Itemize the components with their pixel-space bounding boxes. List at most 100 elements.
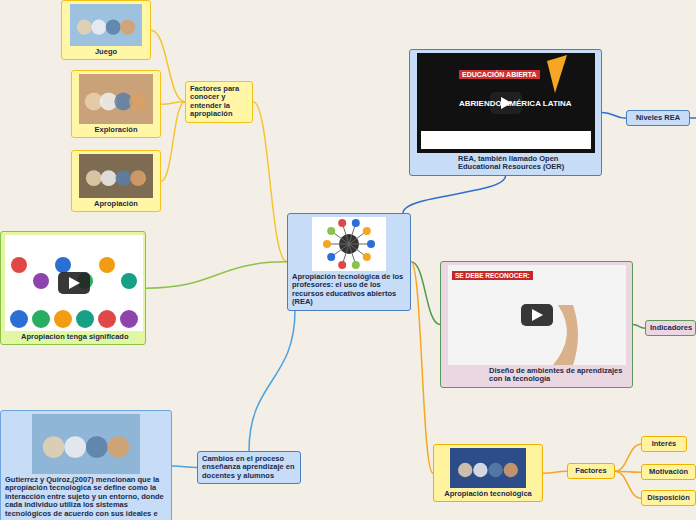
video-caption: ABRIENDO AMÉRICA LATINA [456,98,575,109]
hub-icon [323,240,331,248]
hub-icon [327,227,335,235]
play-button [58,272,90,294]
head-icon [98,310,116,328]
node-text: REA, también llamado Open Educational Re… [414,155,597,172]
photo-figure [91,20,106,35]
node-text: Motivación [646,468,691,476]
branch-connector [615,444,641,471]
drawing-hand [553,305,578,365]
picture-ground [450,448,526,488]
play-button [521,304,553,326]
offscreen-branch [690,117,696,119]
branch-connector [411,262,440,325]
photo-figure [458,463,472,477]
icon-dot [99,257,115,273]
map-node: Exploración [71,70,161,138]
map-node: Gutierrez y Quiroz,(2007) mencionan que … [0,410,172,520]
picture-ground [417,53,595,153]
picture-ground [5,235,143,331]
head-icon [120,310,138,328]
hub-icon [338,261,346,269]
hub-icon [338,219,346,227]
map-node: Apropiacion tenga significado [0,231,146,345]
icon-dot [55,257,71,273]
photo-figure [129,93,147,111]
head-icon [54,310,72,328]
pen-nib [547,55,567,93]
picture-ground [448,265,626,365]
photo-figure [115,170,131,186]
icon-dot [11,257,27,273]
head-icon [10,310,28,328]
photo-figure [108,436,130,458]
map-node: Cambios en el proceso enseñanza aprendiz… [197,451,301,484]
photo-figure [106,20,121,35]
node-text: Niveles REA [631,114,685,122]
video-caption: EDUCACIÓN ABIERTA [459,70,540,79]
map-node: Diseño de ambientes de aprendizajes con … [440,261,633,388]
branch-connector [249,311,295,451]
illustration [70,4,142,46]
node-text: Indicadores [650,324,691,332]
picture-ground [79,154,153,198]
node-text: Factores para conocer y entender la apro… [190,85,248,119]
map-node: Juego [61,0,151,60]
hub-icon [327,253,335,261]
illustration [32,414,140,474]
photo-figure [101,170,117,186]
map-node: Interés [641,436,687,452]
illustration [79,74,153,124]
hub-icon [352,261,360,269]
logo-strip [421,131,591,149]
photo-figure [86,436,108,458]
photo-figure [86,170,102,186]
node-text: Gutierrez y Quiroz,(2007) mencionan que … [5,476,167,518]
picture-ground [312,217,386,271]
hub-icon [363,227,371,235]
illustration [79,154,153,198]
illustration [5,235,143,331]
map-node: Indicadores [645,320,696,336]
map-node: Factores para conocer y entender la apro… [185,81,253,123]
picture-ground [32,414,140,474]
photo-figure [488,463,502,477]
illustration [450,448,526,488]
branch-connector [253,102,287,262]
node-text: Cambios en el proceso enseñanza aprendiz… [202,455,296,480]
map-node: Factores [567,463,615,479]
map-node: Motivación [641,464,696,480]
map-node: Apropiación [71,150,161,212]
node-text: Apropiación tecnológica [438,490,538,498]
photo-figure [130,170,146,186]
play-triangle [532,309,543,321]
branch-connector [146,262,287,288]
node-text: Apropiacion tenga significado [5,333,141,341]
branch-connector [403,176,506,213]
node-text: Apropiación [76,200,156,208]
branch-connector [633,324,645,328]
map-node: REA, también llamado Open Educational Re… [409,49,602,176]
play-triangle [69,277,80,289]
node-text: Disposición [646,494,691,502]
hub-icon [363,253,371,261]
photo-figure [120,20,135,35]
branch-connector [543,471,567,473]
head-icon [32,310,50,328]
branch-connector [161,102,185,181]
branch-connector [602,112,626,118]
photo-figure [77,20,92,35]
branch-connector [172,466,197,468]
hub-icon [352,219,360,227]
hub-icon [367,240,375,248]
illustration [448,265,626,365]
picture-ground [70,4,142,46]
map-node: Disposición [641,490,696,506]
photo-figure [504,463,518,477]
photo-figure [64,436,86,458]
head-icon [76,310,94,328]
picture-ground [79,74,153,124]
photo-figure [473,463,487,477]
icon-dot [121,273,137,289]
node-text: Factores [572,467,610,475]
